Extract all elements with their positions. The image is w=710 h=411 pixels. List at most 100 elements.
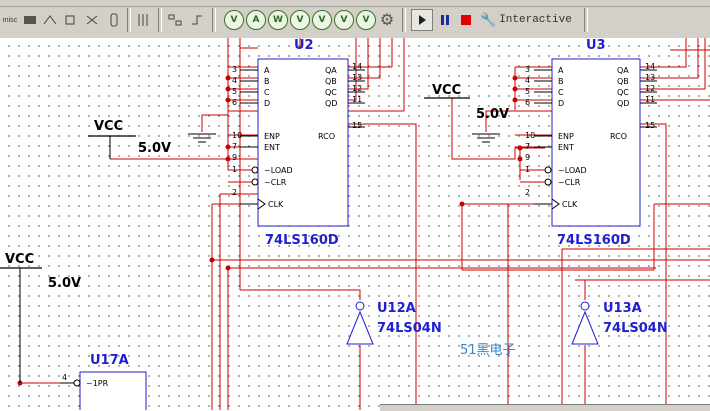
svg-text:RCO: RCO (610, 132, 627, 141)
schematic-canvas[interactable]: U2 74LS160D 3 4 5 6 10 7 9 1 2 14 13 12 (0, 38, 710, 410)
svg-text:3: 3 (525, 65, 530, 74)
svg-text:13: 13 (645, 73, 655, 82)
chip-u2[interactable]: U2 74LS160D 3 4 5 6 10 7 9 1 2 14 13 12 (232, 38, 365, 248)
chip-u2-right-pin-lines (348, 69, 365, 128)
hierarchy-icon[interactable] (165, 9, 185, 31)
svg-text:1: 1 (232, 165, 237, 174)
horizontal-scrollbar[interactable] (380, 404, 710, 411)
toolbar: misc V A W V V V V ⚙ 🔧 Interactive (0, 0, 710, 39)
chip-u3-ref: U3 (586, 38, 606, 53)
svg-text:10: 10 (525, 131, 535, 140)
chip-u3-load-bubble (544, 166, 552, 174)
run-button[interactable] (410, 9, 434, 31)
stop-button[interactable] (456, 9, 476, 31)
differential-probe-icon[interactable]: V (312, 9, 332, 31)
interactive-label: Interactive (499, 14, 572, 26)
bus-component-icon[interactable] (133, 9, 153, 31)
svg-text:D: D (558, 99, 564, 108)
voltmeter-instrument-icon[interactable]: V (224, 9, 244, 31)
svg-text:~LOAD: ~LOAD (558, 166, 587, 175)
chip-u2-part: 74LS160D (265, 233, 339, 248)
svg-text:A: A (264, 66, 270, 75)
svg-text:QC: QC (617, 88, 629, 97)
svg-text:QB: QB (325, 77, 337, 86)
chip-u3[interactable]: U3 74LS160D 3 4 5 6 10 7 9 1 2 14 13 12 (525, 38, 657, 248)
mixed-component-icon[interactable] (82, 9, 102, 31)
subcircuit-icon[interactable] (187, 9, 207, 31)
svg-text:QD: QD (325, 99, 337, 108)
indicator-component-icon[interactable] (20, 9, 40, 31)
svg-text:ENP: ENP (558, 132, 574, 141)
basic-component-icon[interactable] (40, 9, 60, 31)
ac-voltmeter-icon[interactable]: V (334, 9, 354, 31)
svg-text:C: C (264, 88, 270, 97)
vcc-source-2[interactable]: VCC 5.0V (424, 83, 509, 122)
svg-text:~1PR: ~1PR (86, 379, 109, 388)
svg-text:5.0V: 5.0V (138, 141, 171, 156)
ground-icon (472, 133, 500, 143)
chip-u3-clr-bubble (544, 178, 552, 186)
svg-text:11: 11 (645, 95, 655, 104)
interactive-mode-button[interactable]: 🔧 Interactive (480, 9, 572, 31)
svg-text:5.0V: 5.0V (476, 107, 509, 122)
pause-button[interactable] (435, 9, 455, 31)
svg-text:2: 2 (525, 188, 530, 197)
svg-text:RCO: RCO (318, 132, 335, 141)
svg-text:U17A: U17A (90, 353, 129, 368)
vcc-source-1[interactable]: VCC 5.0V (88, 119, 171, 159)
svg-text:U12A: U12A (377, 301, 416, 316)
svg-text:~CLR: ~CLR (558, 178, 581, 187)
wattmeter-instrument-icon[interactable]: W (268, 9, 288, 31)
inverter-u12a[interactable]: U12A 74LS04N (346, 301, 442, 345)
ttl-component-icon[interactable] (104, 9, 124, 31)
svg-text:9: 9 (525, 153, 530, 162)
svg-text:ENT: ENT (264, 143, 280, 152)
svg-text:~LOAD: ~LOAD (264, 166, 293, 175)
inverter-u13a[interactable]: U13A 74LS04N (571, 301, 668, 345)
chip-u2-left-pin-lines (240, 69, 258, 205)
svg-text:QA: QA (617, 66, 629, 75)
misc-button-label: misc (2, 16, 18, 24)
svg-text:12: 12 (645, 84, 655, 93)
svg-text:CLK: CLK (268, 200, 284, 209)
svg-text:3: 3 (232, 65, 237, 74)
misc-button[interactable]: misc (0, 9, 20, 31)
probe-instrument-icon[interactable]: V (290, 9, 310, 31)
vcc-source-3[interactable]: VCC 5.0V (0, 252, 81, 383)
gear-icon[interactable]: ⚙ (379, 12, 395, 29)
svg-text:4: 4 (232, 76, 237, 85)
svg-text:5.0V: 5.0V (48, 276, 81, 291)
chip-u17a[interactable]: U17A 4 ~1PR (60, 353, 147, 410)
svg-text:B: B (264, 77, 270, 86)
svg-text:ENP: ENP (264, 132, 280, 141)
ammeter-instrument-icon[interactable]: A (246, 9, 266, 31)
svg-text:15: 15 (645, 121, 655, 130)
svg-text:14: 14 (645, 62, 655, 71)
svg-text:U13A: U13A (603, 301, 642, 316)
chip-u2-clr-bubble (251, 178, 259, 186)
toolbar-top-strip (0, 0, 710, 7)
svg-text:4: 4 (62, 373, 67, 382)
svg-text:QC: QC (325, 88, 337, 97)
chip-u3-part: 74LS160D (557, 233, 631, 248)
chip-u2-ref: U2 (294, 38, 314, 53)
chip-u2-load-bubble (251, 166, 259, 174)
ground-icon (188, 133, 216, 143)
svg-text:~CLR: ~CLR (264, 178, 287, 187)
svg-text:1: 1 (525, 165, 530, 174)
svg-text:QD: QD (617, 99, 629, 108)
clock-probe-icon[interactable]: V (356, 9, 376, 31)
svg-text:7: 7 (232, 142, 237, 151)
svg-text:ENT: ENT (558, 143, 574, 152)
junction-dots (17, 75, 523, 386)
svg-text:6: 6 (232, 98, 237, 107)
svg-text:CLK: CLK (562, 200, 578, 209)
svg-text:B: B (558, 77, 564, 86)
svg-text:7: 7 (525, 142, 530, 151)
power-component-icon[interactable] (60, 9, 80, 31)
chip-u2-clock-mark (257, 198, 266, 210)
svg-text:D: D (264, 99, 270, 108)
svg-text:11: 11 (352, 95, 362, 104)
svg-text:A: A (558, 66, 564, 75)
svg-text:14: 14 (352, 62, 362, 71)
